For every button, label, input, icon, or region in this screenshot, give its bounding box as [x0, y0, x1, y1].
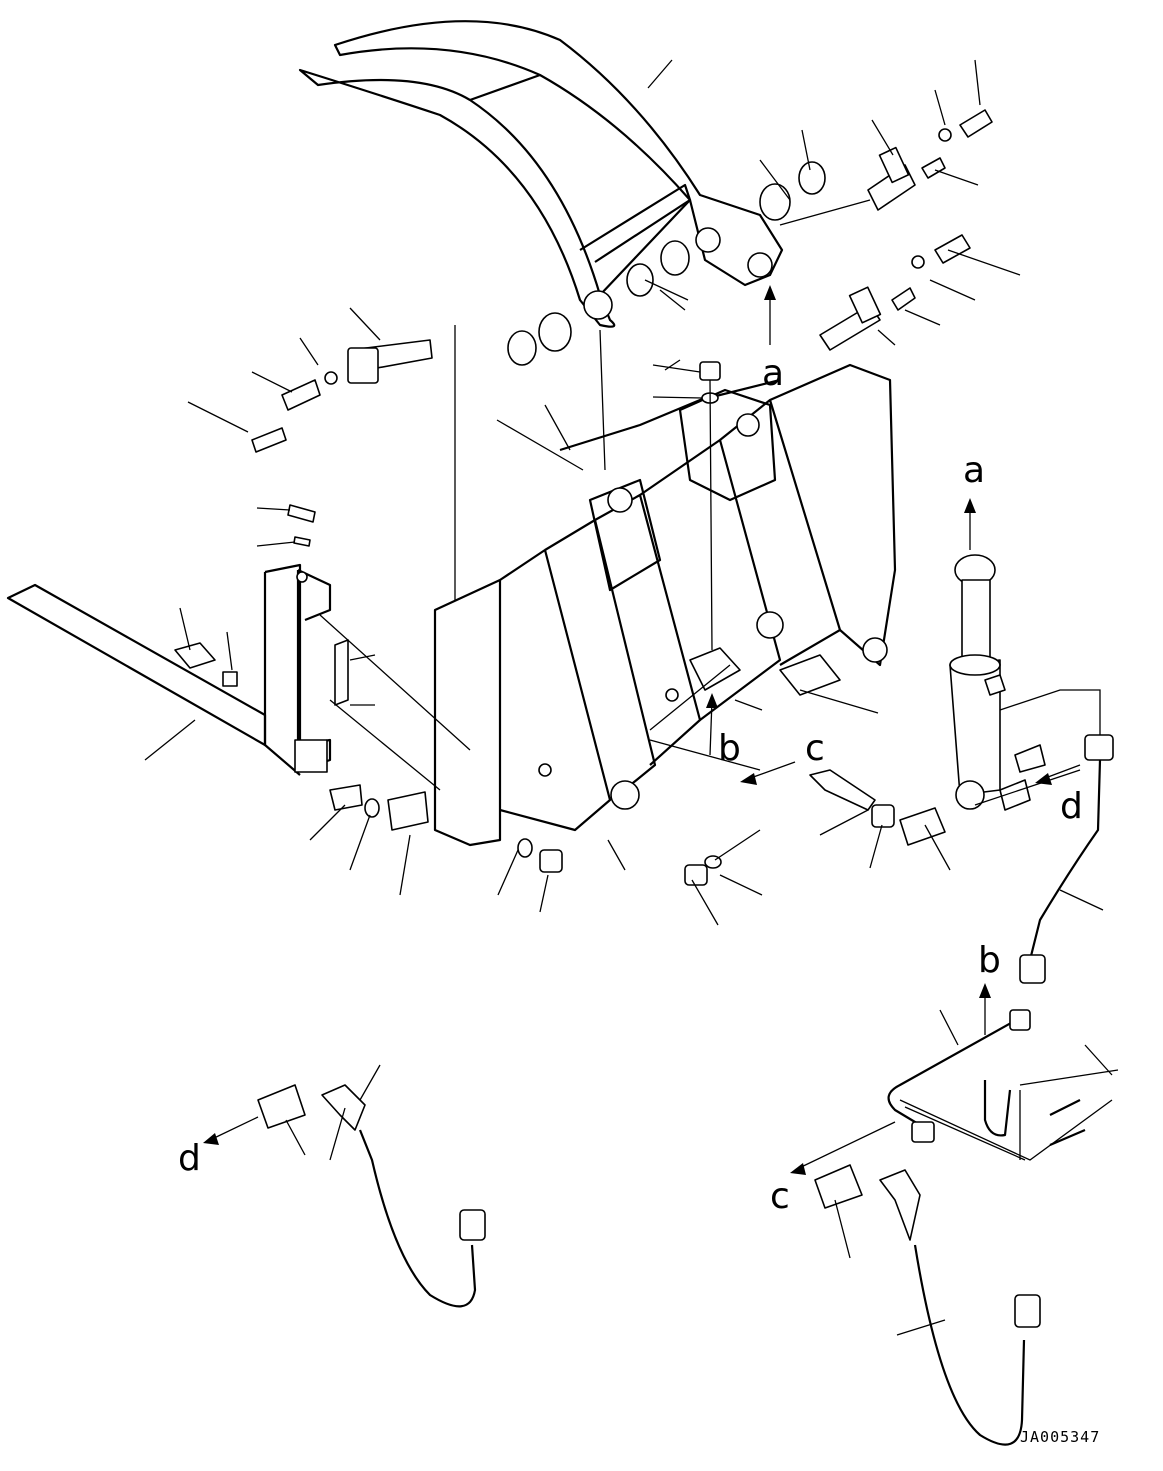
hose-c	[814, 1164, 1041, 1446]
drawing-number: JA005347	[1020, 1428, 1100, 1446]
callout-labels: a a b b c c d d	[178, 353, 1083, 1217]
callout-c-frame: c	[805, 728, 825, 769]
callout-c-tube: c	[770, 1176, 790, 1217]
bushings	[507, 161, 826, 366]
callout-d-hose: d	[178, 1138, 201, 1179]
tube-line	[887, 1009, 1086, 1147]
pins-upper	[819, 109, 993, 351]
bolt-c	[809, 769, 946, 846]
fork	[6, 504, 429, 831]
callout-d-cylinder: d	[1060, 786, 1083, 827]
callout-a-cylinder: a	[963, 450, 985, 491]
fasteners-center	[517, 361, 722, 886]
main-frame	[433, 363, 897, 847]
leader-lines	[144, 59, 1119, 1336]
pins-left	[251, 339, 433, 453]
hose-right	[1019, 734, 1114, 984]
hose-left	[257, 1084, 486, 1308]
boom-arm	[298, 20, 784, 328]
callout-b-frame: b	[718, 728, 741, 769]
hydraulic-cylinder	[949, 554, 1046, 811]
direction-arrows	[203, 285, 1081, 1175]
callout-b-tube: b	[978, 940, 1001, 981]
callout-a-boom: a	[762, 353, 784, 394]
